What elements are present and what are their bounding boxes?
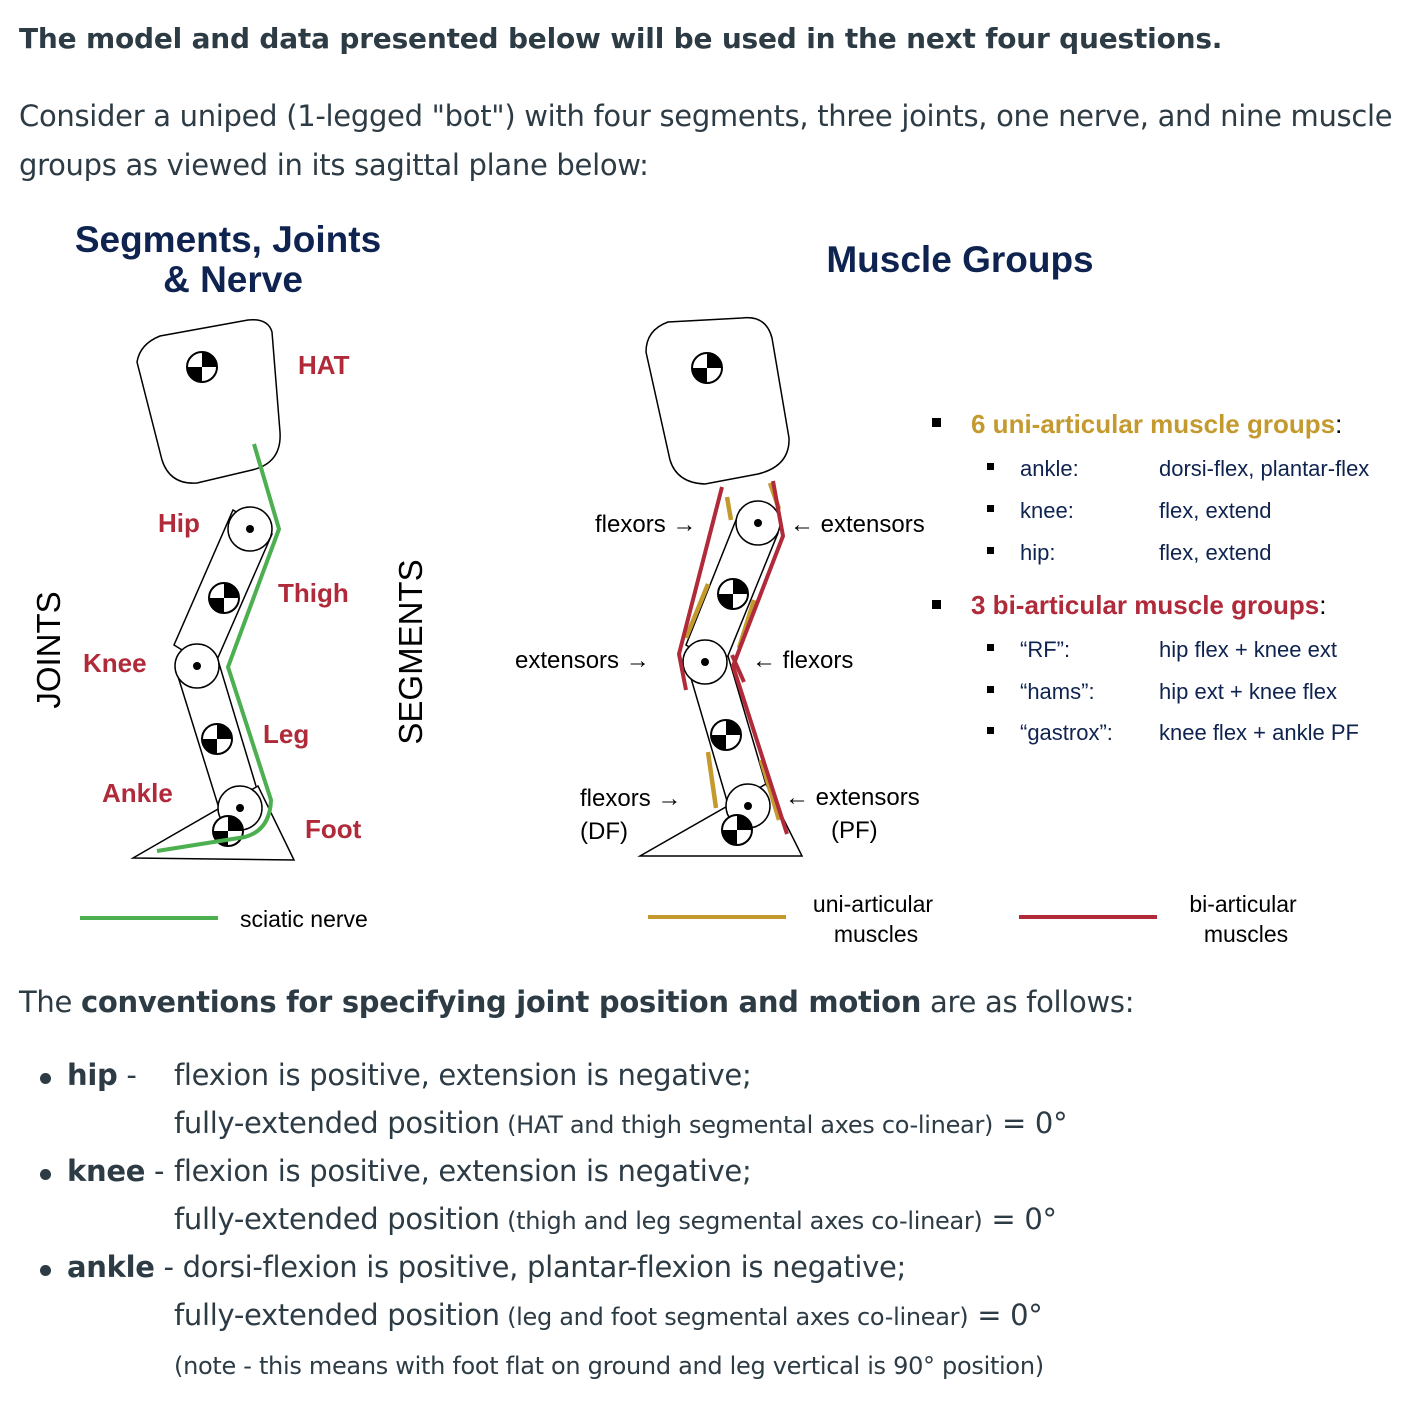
- ankle-label: Ankle: [102, 778, 173, 808]
- nerve-legend-label: sciatic nerve: [240, 906, 368, 932]
- bi-item-gastrox-desc: knee flex + ankle PF: [1159, 720, 1359, 745]
- intro-paragraph: Consider a uniped (1-legged "bot") with …: [19, 99, 1393, 182]
- hat-segment-right: [645, 316, 790, 485]
- bi-heading-bullet: [932, 600, 941, 609]
- conventions-intro-bold: conventions for specifying joint positio…: [80, 985, 922, 1019]
- thigh-com-marker: [208, 582, 240, 614]
- knee-extensors-label: extensors →: [515, 647, 650, 674]
- knee-convention-line2: fully-extended position (thigh and leg s…: [174, 1202, 1057, 1236]
- joints-vertical-label: JOINTS: [30, 591, 67, 708]
- bi-legend-label-1: bi-articular: [1189, 891, 1297, 917]
- bi-item-hams-desc: hip ext + knee flex: [1159, 679, 1337, 704]
- uni-legend-label-1: uni-articular: [813, 891, 933, 917]
- uni-item-knee-desc: flex, extend: [1159, 498, 1272, 523]
- uni-heading-colon: :: [1335, 409, 1342, 439]
- ankle-extensors-pf-label: (PF): [831, 817, 878, 844]
- list-bullet: [40, 1265, 51, 1276]
- hat-com-marker-right: [691, 352, 723, 384]
- knee-flexion-text: flexion is positive, extension is negati…: [174, 1154, 752, 1188]
- knee-label: Knee: [83, 648, 147, 678]
- leg-com-marker-right: [710, 719, 742, 751]
- uni-item-hip-desc: flex, extend: [1159, 540, 1272, 565]
- knee-convention-line1: knee -: [67, 1154, 165, 1188]
- thigh-label: Thigh: [278, 578, 349, 608]
- ankle-flexors-label: flexors →: [580, 785, 681, 812]
- left-figure-title-line2: & Nerve: [163, 259, 303, 300]
- uni-heading-bullet: [932, 418, 941, 427]
- right-figure-title: Muscle Groups: [826, 239, 1093, 280]
- hip-flexors-label: flexors →: [595, 511, 696, 538]
- hip-term: hip: [67, 1058, 118, 1092]
- bi-item-rf-desc: hip flex + knee ext: [1159, 637, 1337, 662]
- leg-label: Leg: [263, 719, 309, 749]
- hip-convention-line2: fully-extended position (HAT and thigh s…: [174, 1106, 1068, 1140]
- ankle-flexors-df-label: (DF): [580, 818, 628, 845]
- uni-item-hip-name: hip:: [1020, 540, 1055, 565]
- hip-convention-line1: hip -: [67, 1058, 137, 1092]
- hip-extensors-label: ← extensors: [790, 511, 925, 538]
- hip-label: Hip: [158, 508, 200, 538]
- intro-heading: The model and data presented below will …: [19, 22, 1223, 55]
- sciatic-nerve-line: [156, 443, 282, 853]
- list-bullet: [40, 1169, 51, 1180]
- thigh-com-marker-right: [717, 578, 749, 610]
- bi-legend-label-2: muscles: [1204, 921, 1288, 947]
- list-bullet: [40, 1073, 51, 1084]
- bi-item-hams-name: “hams”:: [1020, 679, 1095, 704]
- hip-flexion-text: flexion is positive, extension is negati…: [174, 1058, 752, 1092]
- bi-item-rf-name: “RF”:: [1020, 637, 1070, 662]
- ankle-note: (note - this means with foot flat on gro…: [174, 1352, 1044, 1380]
- foot-label: Foot: [305, 814, 362, 844]
- conventions-intro: The conventions for specifying joint pos…: [19, 985, 1135, 1019]
- ankle-term: ankle: [67, 1250, 155, 1284]
- leg-com-marker: [201, 723, 233, 755]
- uni-legend-label-2: muscles: [834, 921, 918, 947]
- segments-vertical-label: SEGMENTS: [392, 559, 429, 744]
- svg-text:6 uni-articular muscle groups:: 6 uni-articular muscle groups:: [971, 409, 1342, 439]
- ankle-convention-line1: ankle - dorsi-flexion is positive, plant…: [67, 1250, 907, 1284]
- svg-text:3 bi-articular muscle groups:: 3 bi-articular muscle groups:: [971, 590, 1326, 620]
- hat-segment-left: [136, 319, 281, 484]
- uni-heading: 6 uni-articular muscle groups: [971, 409, 1335, 439]
- knee-flexors-label: ← flexors: [752, 647, 853, 674]
- uni-item-ankle-desc: dorsi-flex, plantar-flex: [1159, 456, 1369, 481]
- bi-item-gastrox-name: “gastrox”:: [1020, 720, 1113, 745]
- ankle-extensors-label: ← extensors: [785, 784, 920, 811]
- foot-com-marker-right: [721, 814, 753, 846]
- knee-term: knee: [67, 1154, 146, 1188]
- uni-item-ankle-name: ankle:: [1020, 456, 1079, 481]
- hat-com-marker: [186, 351, 218, 383]
- hat-label-left: HAT: [298, 350, 350, 380]
- uni-item-knee-name: knee:: [1020, 498, 1074, 523]
- bi-heading: 3 bi-articular muscle groups: [971, 590, 1319, 620]
- bi-heading-colon: :: [1319, 590, 1326, 620]
- uniped-diagram: Segments, Joints & Nerve HAT Hip Thigh K…: [30, 219, 1369, 947]
- ankle-convention-line2: fully-extended position (leg and foot se…: [174, 1298, 1043, 1332]
- left-figure-title-line1: Segments, Joints: [75, 219, 381, 260]
- bi-articular-muscles: [676, 480, 789, 835]
